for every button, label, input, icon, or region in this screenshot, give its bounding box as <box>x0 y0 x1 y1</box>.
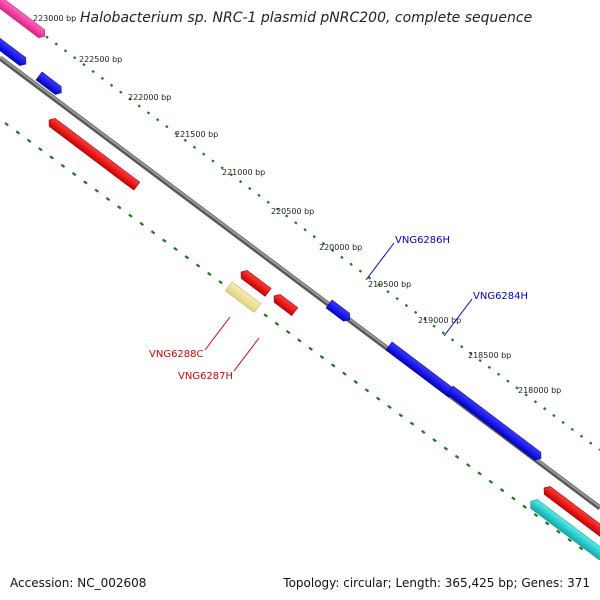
map-title: Halobacterium sp. NRC-1 plasmid pNRC200,… <box>80 10 532 26</box>
leader-line <box>365 242 395 281</box>
gene-blue[interactable] <box>0 35 29 68</box>
leader-line <box>233 337 260 372</box>
tick-track-inner <box>4 122 591 556</box>
gene-labels: VNG6286H VNG6284H VNG6288C VNG6287H <box>149 235 528 382</box>
tick-label: 222000 bp <box>128 93 171 102</box>
gene-label-vng6286h[interactable]: VNG6286H <box>395 235 450 246</box>
sequence-stats-label: Topology: circular; Length: 365,425 bp; … <box>283 576 590 590</box>
tick-label: 222500 bp <box>79 55 122 64</box>
gene-blue[interactable] <box>35 71 64 97</box>
tick-label: 221000 bp <box>222 168 265 177</box>
tick-track-outer <box>0 1 600 451</box>
tick-label: 221500 bp <box>175 130 218 139</box>
gene-yellow[interactable] <box>225 281 262 313</box>
gene-label-vng6284h[interactable]: VNG6284H <box>473 291 528 302</box>
tick-label: 218000 bp <box>518 386 561 395</box>
gene-label-leaders <box>204 242 473 372</box>
gene-blue[interactable] <box>385 341 458 399</box>
gene-cyan[interactable] <box>527 497 600 561</box>
tick-label: 220000 bp <box>319 243 362 252</box>
gene-label-vng6288c[interactable]: VNG6288C <box>149 349 204 360</box>
gene-red[interactable] <box>238 268 272 297</box>
tick-label: 220500 bp <box>271 207 314 216</box>
gene-blue[interactable] <box>325 299 353 324</box>
gene-red[interactable] <box>46 116 141 191</box>
gene-label-vng6287h[interactable]: VNG6287H <box>178 371 233 382</box>
gene-features <box>0 0 600 561</box>
tick-labels: 223000 bp 222500 bp 222000 bp 221500 bp … <box>33 14 561 395</box>
tick-label: 223000 bp <box>33 14 76 23</box>
accession-label: Accession: NC_002608 <box>10 576 147 590</box>
gene-red[interactable] <box>271 292 299 316</box>
gene-red[interactable] <box>541 484 600 541</box>
gene-pink[interactable] <box>0 0 48 40</box>
tick-label: 218500 bp <box>468 351 511 360</box>
gene-blue[interactable] <box>446 385 544 463</box>
tick-label: 219000 bp <box>418 316 461 325</box>
leader-line <box>443 298 473 337</box>
leader-line <box>204 316 231 351</box>
tick-label: 219500 bp <box>368 280 411 289</box>
